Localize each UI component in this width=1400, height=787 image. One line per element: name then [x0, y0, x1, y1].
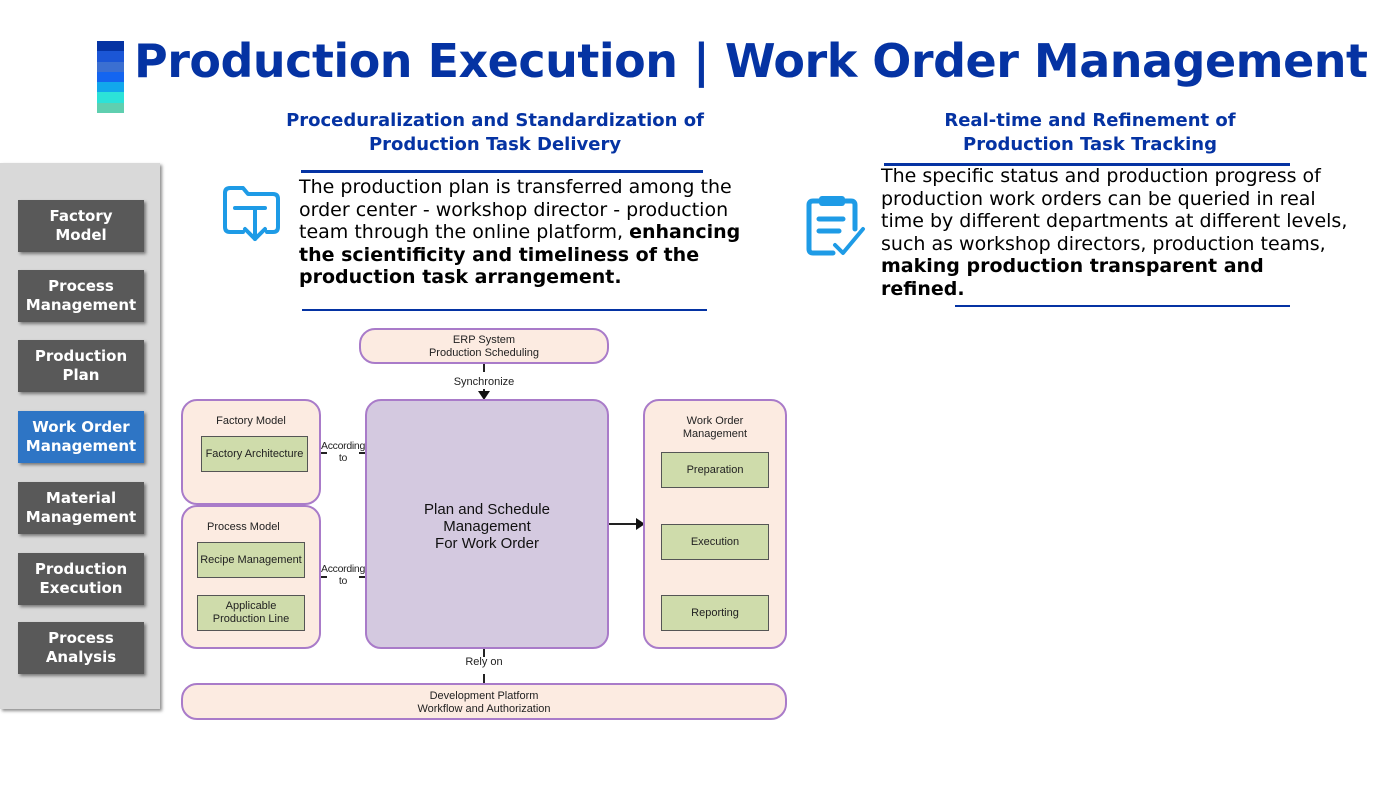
- erp-system-label: ERP System Production Scheduling: [428, 334, 540, 359]
- according-connector-2a: [321, 576, 327, 578]
- according-connector-2b: [359, 576, 365, 578]
- process-model-title: Process Model: [207, 521, 280, 533]
- folder-download-icon: [221, 183, 281, 243]
- sidebar-item-material-management[interactable]: Material Management: [18, 482, 144, 534]
- left-section-heading: Proceduralization and Standardization of…: [286, 110, 704, 155]
- according-to-label-2: According to: [321, 563, 365, 587]
- recipe-management-box: Recipe Management: [197, 542, 305, 578]
- logo-stripe: [97, 41, 124, 52]
- arrow-down-icon: [478, 391, 490, 400]
- logo-stripe: [97, 92, 124, 103]
- right-body-plain: The specific status and production progr…: [881, 165, 1348, 255]
- factory-model-box: Factory Model Factory Architecture: [181, 399, 321, 505]
- plan-schedule-box: Plan and Schedule Management For Work Or…: [365, 399, 609, 649]
- logo-stripe: [97, 82, 124, 93]
- according-to-label-1: According to: [321, 440, 365, 464]
- page-title: Production Execution | Work Order Manage…: [134, 34, 1368, 88]
- logo-stripes: [97, 41, 124, 113]
- logo-stripe: [97, 102, 124, 113]
- sidebar-item-factory-model[interactable]: Factory Model: [18, 200, 144, 252]
- main-to-work-order-connector: [609, 523, 639, 525]
- left-heading-rule: [301, 170, 703, 173]
- left-body-bold: enhancing the scientificity and timeline…: [299, 221, 741, 288]
- sidebar-nav: Factory Model Process Management Product…: [0, 163, 160, 709]
- erp-system-box: ERP System Production Scheduling: [359, 328, 609, 364]
- rely-on-label: Rely on: [465, 656, 503, 668]
- sidebar-item-process-analysis[interactable]: Process Analysis: [18, 622, 144, 674]
- sidebar-item-work-order-management[interactable]: Work Order Management: [18, 411, 144, 463]
- applicable-production-line-box: Applicable Production Line: [197, 595, 305, 631]
- left-section-body: The production plan is transferred among…: [299, 176, 759, 289]
- logo-stripe: [97, 51, 124, 62]
- work-order-management-title: Work Order Management: [682, 415, 748, 440]
- according-connector-1b: [359, 452, 365, 454]
- erp-connector: [483, 364, 485, 372]
- sidebar-item-production-plan[interactable]: Production Plan: [18, 340, 144, 392]
- clipboard-check-icon: [805, 193, 867, 259]
- rely-connector-top: [483, 649, 485, 657]
- arrow-right-icon: [636, 518, 645, 530]
- synchronize-label: Synchronize: [453, 376, 515, 388]
- logo-stripe: [97, 61, 124, 72]
- reporting-box: Reporting: [661, 595, 769, 631]
- according-connector-1a: [321, 452, 327, 454]
- right-body-bold: making production transparent and refine…: [881, 255, 1264, 300]
- left-body-plain: The production plan is transferred among…: [299, 176, 732, 243]
- preparation-box: Preparation: [661, 452, 769, 488]
- right-section-heading: Real-time and Refinement of Production T…: [944, 110, 1236, 155]
- sidebar-item-process-management[interactable]: Process Management: [18, 270, 144, 322]
- right-section-body: The specific status and production progr…: [881, 165, 1351, 300]
- work-order-management-box: Work Order Management Preparation Execut…: [643, 399, 787, 649]
- rely-connector-bottom: [483, 674, 485, 683]
- left-body-rule: [302, 309, 707, 311]
- development-platform-box: Development Platform Workflow and Author…: [181, 683, 787, 720]
- logo-stripe: [97, 71, 124, 83]
- process-model-box: Process Model Recipe Management Applicab…: [181, 505, 321, 649]
- development-platform-label: Development Platform Workflow and Author…: [417, 690, 551, 715]
- right-body-rule: [955, 305, 1290, 307]
- architecture-diagram: ERP System Production Scheduling Synchro…: [175, 320, 795, 730]
- factory-architecture-box: Factory Architecture: [201, 436, 308, 472]
- right-heading-rule: [884, 163, 1290, 166]
- sidebar-item-production-execution[interactable]: Production Execution: [18, 553, 144, 605]
- plan-schedule-label: Plan and Schedule Management For Work Or…: [424, 501, 550, 552]
- sync-connector: [483, 389, 485, 392]
- execution-box: Execution: [661, 524, 769, 560]
- factory-model-title: Factory Model: [216, 415, 286, 427]
